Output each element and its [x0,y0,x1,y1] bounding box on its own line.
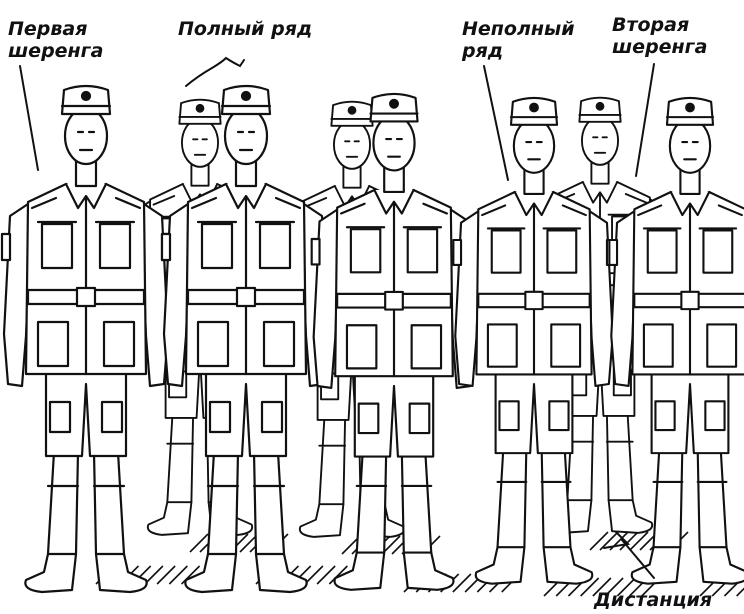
lower-pocket [551,324,580,366]
chest-pocket [260,224,290,268]
cap-badge [597,103,604,110]
cargo-pocket [359,404,379,433]
head [373,116,414,171]
full-row-brace [186,58,244,86]
chest-pocket [547,230,576,272]
right-leg [402,453,454,590]
cap-badge [197,105,204,112]
chest-pocket [351,229,380,272]
lower-pocket [707,324,736,366]
lower-pocket [38,322,68,366]
left-leg [148,414,193,534]
cargo-pocket [499,401,518,430]
leader-first-rank [20,66,38,170]
buckle [681,292,698,309]
label-distance: Дистанция [594,589,712,611]
cargo-pocket [655,401,674,430]
cap-badge [242,92,250,100]
head [65,108,107,164]
leader-second-rank [636,64,654,176]
label-second-rank: Вторая шеренга [612,14,707,58]
chest-pocket [408,229,437,272]
cap-badge [82,92,90,100]
chest-pocket [100,224,130,268]
cap-badge [349,107,356,114]
leader-partial-row [484,66,508,180]
buckle [77,288,95,306]
label-partial-row: Неполный ряд [462,18,575,62]
chest-pocket [42,224,72,268]
cargo-pocket [410,404,430,433]
lower-pocket [198,322,228,366]
head [334,121,370,169]
cap-badge [530,104,538,112]
label-full-row: Полный ряд [178,18,312,40]
chest-pocket [202,224,232,268]
cargo-pocket [262,402,282,432]
chest-pocket [703,230,732,272]
cargo-pocket [210,402,230,432]
cargo-pocket [549,401,568,430]
right-leg [607,412,652,532]
cargo-pocket [102,402,122,432]
right-leg [94,452,147,592]
lower-pocket [347,325,376,368]
head [514,119,554,173]
head [225,108,267,164]
buckle [525,292,542,309]
cargo-pocket [705,401,724,430]
head [582,117,618,165]
left-leg [25,452,78,592]
buckle [237,288,255,306]
right-leg [254,452,307,592]
left-leg [185,452,238,592]
lower-pocket [104,322,134,366]
cap-badge [686,104,694,112]
buckle [385,292,403,310]
lower-pocket [264,322,294,366]
lower-pocket [412,325,441,368]
label-first-rank: Первая шеренга [8,18,103,62]
lower-pocket [488,324,517,366]
left-leg [300,416,345,536]
lower-pocket [644,324,673,366]
right-leg [698,449,744,583]
cap-badge [390,100,398,108]
soldier-front-1 [2,86,170,592]
left-leg [476,449,527,583]
cargo-pocket [50,402,70,432]
chest-pocket [492,230,521,272]
head [670,119,710,173]
chest-pocket [648,230,677,272]
head [182,119,218,167]
